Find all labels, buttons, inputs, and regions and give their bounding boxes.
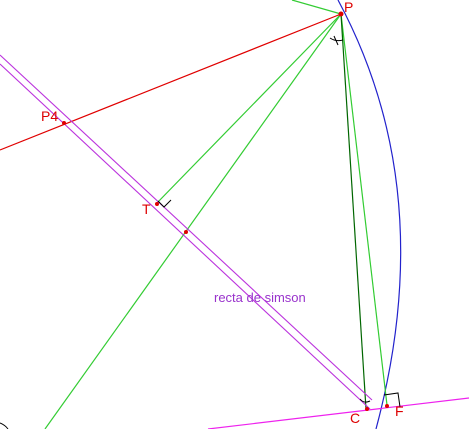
angle-tick-p	[333, 35, 339, 46]
line-p-t	[155, 13, 342, 205]
label-p4: P4	[41, 108, 58, 124]
point-p4[interactable]	[62, 121, 66, 125]
circumcircle-arc	[337, 0, 402, 429]
right-angle-t	[157, 199, 172, 208]
angle-mark-p	[329, 37, 344, 42]
line-p-p4	[0, 13, 342, 151]
line-p-top	[291, 0, 342, 15]
label-t: T	[142, 201, 151, 217]
line-p-down	[44, 13, 342, 429]
point-c[interactable]	[365, 407, 369, 411]
simson-line	[0, 54, 373, 401]
point-t[interactable]	[155, 202, 159, 206]
line-bottom	[207, 397, 469, 429]
line-p-f	[340, 13, 388, 406]
point-p[interactable]	[338, 11, 344, 17]
label-simson: recta de simson	[214, 290, 306, 305]
label-f: F	[395, 403, 404, 419]
point-simson[interactable]	[184, 230, 188, 234]
label-p: P	[344, 0, 353, 15]
line-p4-c	[0, 63, 371, 410]
right-angle-f	[383, 392, 401, 408]
label-c: C	[350, 410, 360, 426]
line-p-c	[340, 13, 367, 410]
corner-arc	[0, 422, 9, 429]
point-f[interactable]	[385, 404, 389, 408]
angle-mark-c	[359, 398, 371, 403]
